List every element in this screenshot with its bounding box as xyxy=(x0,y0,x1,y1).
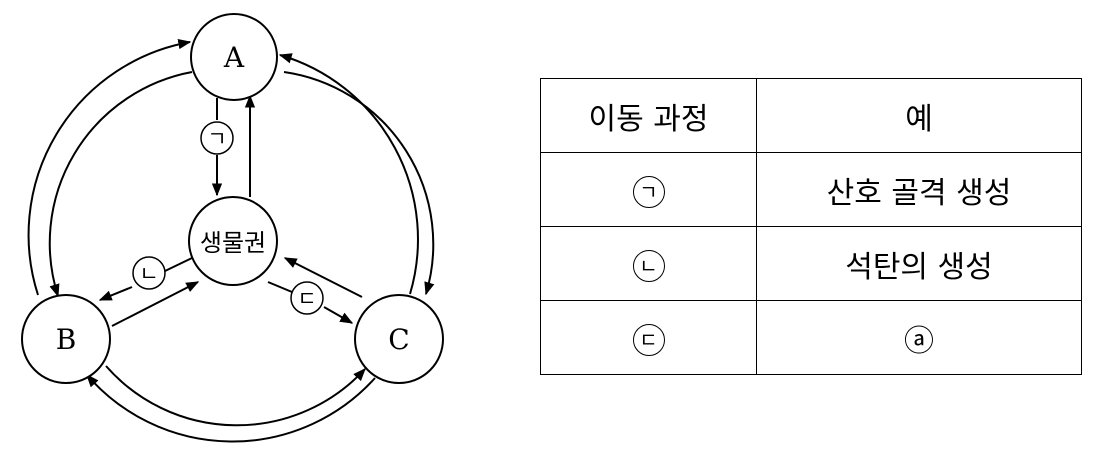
edge-label-giyeok: ㄱ xyxy=(200,121,234,155)
node-b: B xyxy=(21,294,111,384)
arrow-biosphere-to-c-line xyxy=(267,281,293,293)
circled-label: ㄴ xyxy=(632,249,665,282)
cell-example: 산호 골격 생성 xyxy=(756,152,1082,227)
arrow-a-to-b xyxy=(48,71,193,298)
table-row: ㄱ 산호 골격 생성 xyxy=(540,152,1082,227)
svg-text:ㄱ: ㄱ xyxy=(207,127,226,151)
cell-process: ㄱ xyxy=(540,152,757,227)
node-c-label: C xyxy=(388,323,409,356)
arrow-b-to-c xyxy=(105,365,366,427)
arrow-c-to-a xyxy=(278,53,419,295)
node-c: C xyxy=(354,294,444,384)
circled-label: ㄱ xyxy=(632,175,665,208)
header-process: 이동 과정 xyxy=(540,78,757,153)
cell-process: ㄷ xyxy=(540,300,757,375)
cell-process: ㄴ xyxy=(540,226,757,301)
arrow-c-to-b xyxy=(86,374,376,443)
cell-example: 석탄의 생성 xyxy=(756,226,1082,301)
arrow-b-to-biosphere xyxy=(111,281,200,327)
arrow-b-to-a xyxy=(27,38,192,296)
cell-example: ⓐ xyxy=(756,300,1082,375)
table-row: ㄴ 석탄의 생성 xyxy=(540,226,1082,301)
circled-label: ㄷ xyxy=(632,323,665,356)
outer-cycle-arrows xyxy=(27,38,435,443)
edge-label-digeut: ㄷ xyxy=(290,281,324,315)
arrow-biosphere-to-c xyxy=(323,306,354,324)
svg-text:ㄴ: ㄴ xyxy=(139,262,158,286)
svg-text:ㄷ: ㄷ xyxy=(297,287,316,311)
edge-label-nieun: ㄴ xyxy=(132,256,166,290)
node-b-label: B xyxy=(56,323,77,356)
process-example-table-container: 이동 과정 예 ㄱ 산호 골격 생성 ㄴ 석탄의 생성 ㄷ ⓐ xyxy=(540,78,1082,375)
node-a-label: A xyxy=(223,41,245,74)
header-example: 예 xyxy=(756,78,1082,153)
node-a: A xyxy=(190,13,278,101)
arrow-a-to-c xyxy=(283,71,435,296)
arrow-c-to-biosphere xyxy=(283,257,363,298)
carbon-cycle-diagram: A B C 생물권 ㄱ ㄴ ㄷ xyxy=(21,13,444,443)
table-header-row: 이동 과정 예 xyxy=(540,78,1082,153)
arrow-biosphere-to-b-line xyxy=(164,257,193,272)
process-example-table: 이동 과정 예 ㄱ 산호 골격 생성 ㄴ 석탄의 생성 ㄷ ⓐ xyxy=(540,78,1082,375)
arrow-biosphere-to-b xyxy=(98,286,133,301)
inner-arrows xyxy=(98,94,363,327)
node-biosphere-label: 생물권 xyxy=(200,229,266,257)
table-row: ㄷ ⓐ xyxy=(540,300,1082,375)
node-biosphere: 생물권 xyxy=(188,196,278,286)
